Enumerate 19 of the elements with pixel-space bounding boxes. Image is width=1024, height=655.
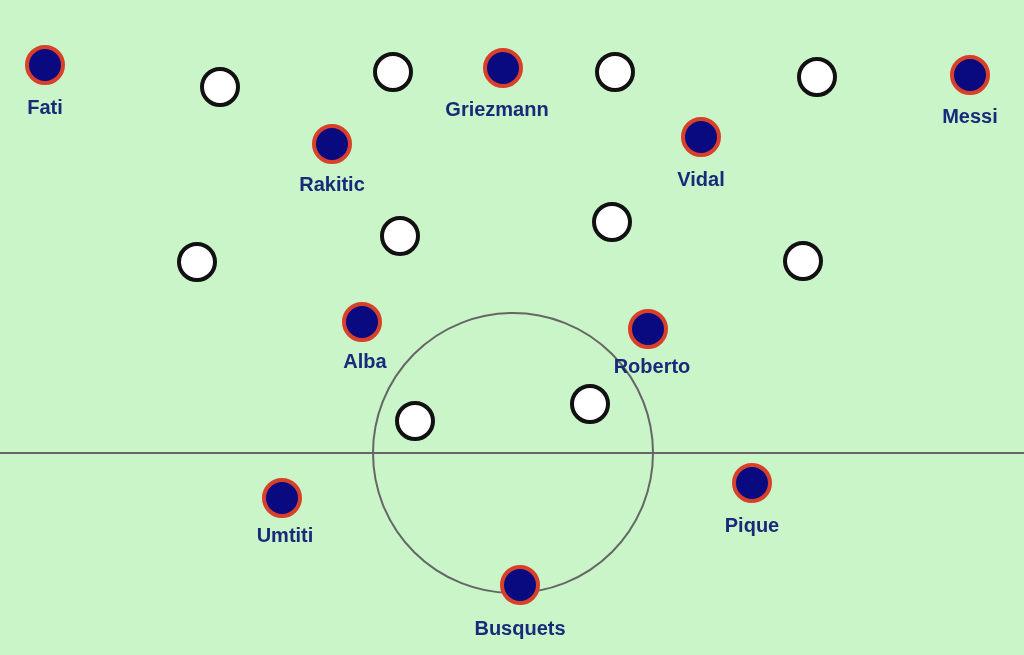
opponent-marker bbox=[380, 216, 420, 256]
player-name: Fati bbox=[27, 96, 63, 119]
opponent-marker bbox=[592, 202, 632, 242]
opponent-marker bbox=[200, 67, 240, 107]
player-name: Alba bbox=[343, 350, 387, 373]
player-name: Busquets bbox=[474, 617, 566, 640]
opponent-marker bbox=[373, 52, 413, 92]
player-name: Vidal bbox=[677, 168, 725, 191]
opponent-marker bbox=[797, 57, 837, 97]
player-name: Griezmann bbox=[445, 98, 549, 121]
player-name: Messi bbox=[942, 105, 998, 128]
player-name: Rakitic bbox=[299, 173, 365, 196]
opponent-marker bbox=[395, 401, 435, 441]
opponent-marker bbox=[595, 52, 635, 92]
player-name: Umtiti bbox=[256, 524, 314, 547]
player-name: Pique bbox=[724, 514, 780, 537]
opponent-marker bbox=[783, 241, 823, 281]
opponent-marker bbox=[177, 242, 217, 282]
opponent-marker bbox=[570, 384, 610, 424]
